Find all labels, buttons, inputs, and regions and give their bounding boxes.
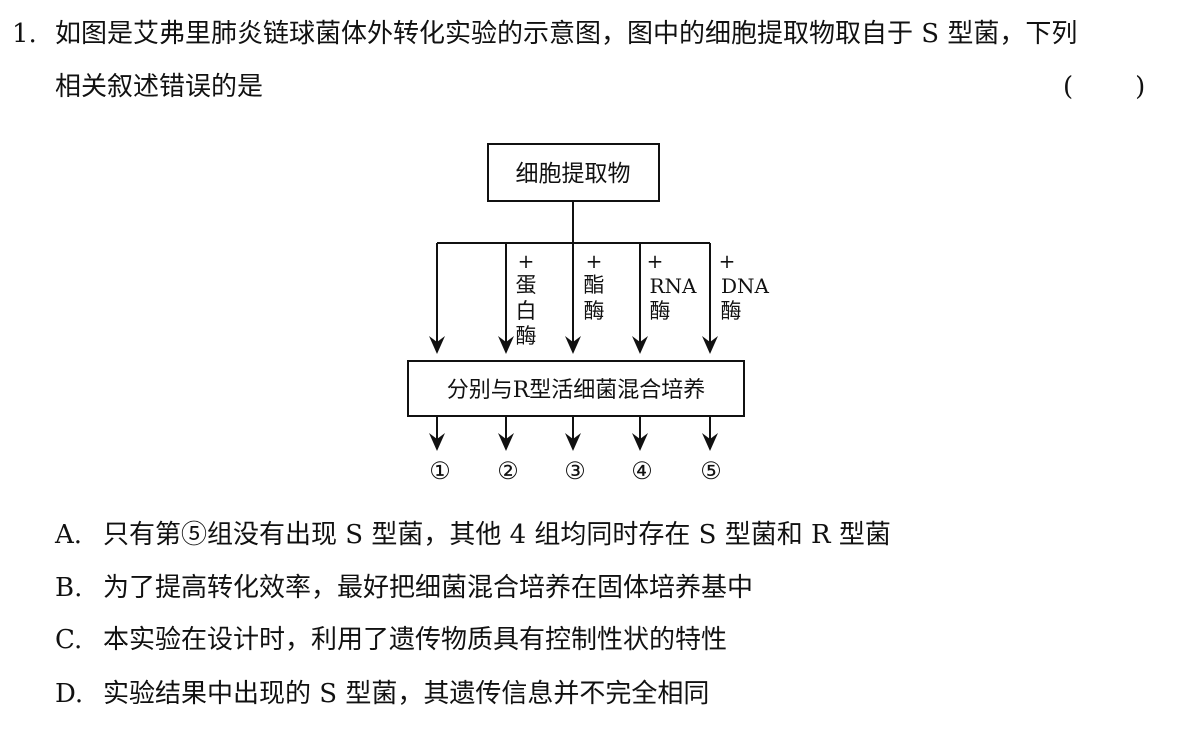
- result-1: ①: [429, 457, 451, 485]
- option-text: 为了提高转化效率，最好把细菌混合培养在固体培养基中: [103, 573, 754, 603]
- plus-sign: +: [518, 249, 535, 273]
- question-stem-line-2: 相关叙述错误的是: [55, 72, 264, 102]
- svg-text:白: 白: [516, 299, 537, 323]
- question-stem-line-1: 如图是艾弗里肺炎链球菌体外转化实验的示意图，图中的细胞提取物取自于 S 型菌，下…: [55, 19, 1078, 49]
- option-d[interactable]: D. 实验结果中出现的 S 型菌，其遗传信息并不完全相同: [55, 677, 709, 711]
- bracket-open: (: [1063, 72, 1074, 102]
- option-letter: C.: [55, 625, 83, 655]
- option-text: 只有第⑤组没有出现 S 型菌，其他 4 组均同时存在 S 型菌和 R 型菌: [103, 520, 891, 550]
- svg-text:蛋: 蛋: [516, 273, 537, 297]
- svg-text:RNA: RNA: [649, 274, 697, 298]
- branch-arrows: [429, 243, 718, 354]
- result-2: ②: [497, 457, 519, 485]
- svg-text:酶: 酶: [650, 299, 671, 323]
- svg-text:酶: 酶: [516, 324, 537, 348]
- question-number: 1.: [12, 19, 37, 49]
- result-3: ③: [564, 457, 586, 485]
- result-5: ⑤: [700, 457, 722, 485]
- option-c[interactable]: C. 本实验在设计时，利用了遗传物质具有控制性状的特性: [55, 623, 727, 657]
- plus-sign: +: [647, 249, 664, 273]
- plus-sign: +: [586, 249, 603, 273]
- treatment-rnase: + RNA 酶: [647, 249, 697, 323]
- result-labels: ① ② ③ ④ ⑤: [429, 457, 722, 485]
- option-text: 本实验在设计时，利用了遗传物质具有控制性状的特性: [103, 625, 728, 655]
- treatment-dnase: + DNA 酶: [719, 249, 770, 323]
- result-4: ④: [631, 457, 653, 485]
- culture-box: [407, 360, 745, 417]
- treatment-protease: + 蛋 白 酶: [516, 249, 537, 348]
- plus-sign: +: [719, 249, 736, 273]
- cell-extract-label: 细胞提取物: [516, 161, 631, 187]
- option-letter: B.: [55, 573, 83, 603]
- option-text: 实验结果中出现的 S 型菌，其遗传信息并不完全相同: [103, 679, 710, 709]
- option-b[interactable]: B. 为了提高转化效率，最好把细菌混合培养在固体培养基中: [55, 571, 753, 605]
- option-letter: D.: [55, 679, 84, 709]
- svg-text:DNA: DNA: [721, 274, 770, 298]
- answer-bracket[interactable]: (): [1063, 70, 1145, 104]
- bracket-close: ): [1135, 72, 1146, 102]
- svg-text:酯: 酯: [584, 273, 605, 297]
- output-arrows: [429, 416, 718, 451]
- treatment-esterase: + 酯 酶: [584, 249, 605, 323]
- culture-label: 分别与R型活细菌混合培养: [447, 378, 706, 403]
- svg-text:酶: 酶: [721, 299, 742, 323]
- svg-text:酶: 酶: [584, 299, 605, 323]
- option-letter: A.: [55, 520, 83, 550]
- option-a[interactable]: A. 只有第⑤组没有出现 S 型菌，其他 4 组均同时存在 S 型菌和 R 型菌: [55, 518, 891, 552]
